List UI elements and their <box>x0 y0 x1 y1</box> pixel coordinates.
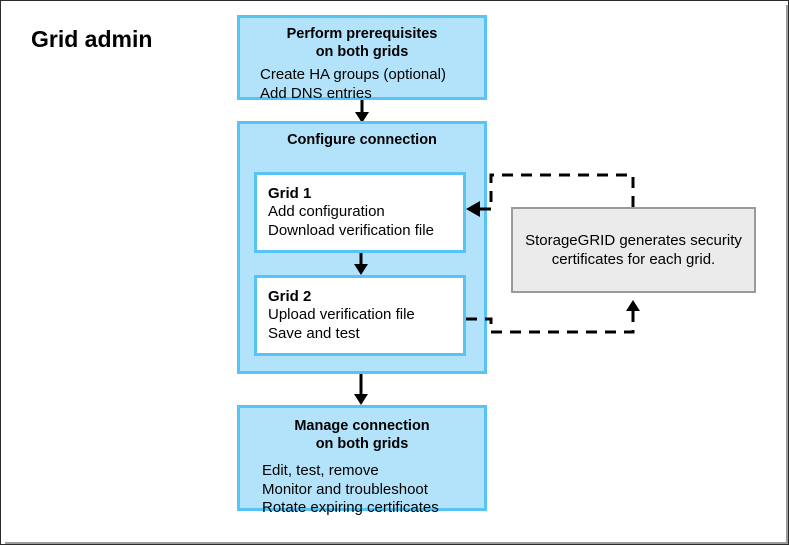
connector-grid2-to-note <box>466 300 640 334</box>
node-configure-connection-heading: Configure connection <box>287 132 437 148</box>
canvas-shadow-bottom <box>5 542 788 544</box>
canvas-shadow-right <box>786 5 788 544</box>
connector-configure-to-manage <box>354 374 368 405</box>
node-perform-prerequisites-heading: Perform prerequisites on both grids <box>286 26 438 60</box>
node-manage-connection-body: Edit, test, remove Monitor and troublesh… <box>262 462 439 516</box>
node-grid-1-heading: Grid 1 <box>268 185 312 202</box>
node-grid-1-body: Add configuration Download verification … <box>268 203 434 239</box>
node-grid-1: Grid 1 Add configuration Download verifi… <box>254 172 466 253</box>
node-perform-prerequisites-body: Create HA groups (optional) Add DNS entr… <box>260 66 446 102</box>
node-manage-connection: Manage connection on both grids Edit, te… <box>237 405 487 516</box>
page-title: Grid admin <box>31 26 153 52</box>
node-grid-2-body: Upload verification file Save and test <box>268 306 415 342</box>
connector-grid1-to-grid2 <box>354 253 368 275</box>
node-grid-2: Grid 2 Upload verification file Save and… <box>254 275 466 356</box>
connector-prerequisites-to-configure <box>355 100 369 123</box>
node-storagegrid-note: StorageGRID generates security certifica… <box>511 207 756 293</box>
node-manage-connection-heading: Manage connection on both grids <box>294 418 430 452</box>
node-perform-prerequisites: Perform prerequisites on both grids Crea… <box>237 15 487 102</box>
node-storagegrid-note-text: StorageGRID generates security certifica… <box>525 232 742 268</box>
node-grid-2-heading: Grid 2 <box>268 288 312 305</box>
connector-note-to-grid1 <box>466 173 635 217</box>
